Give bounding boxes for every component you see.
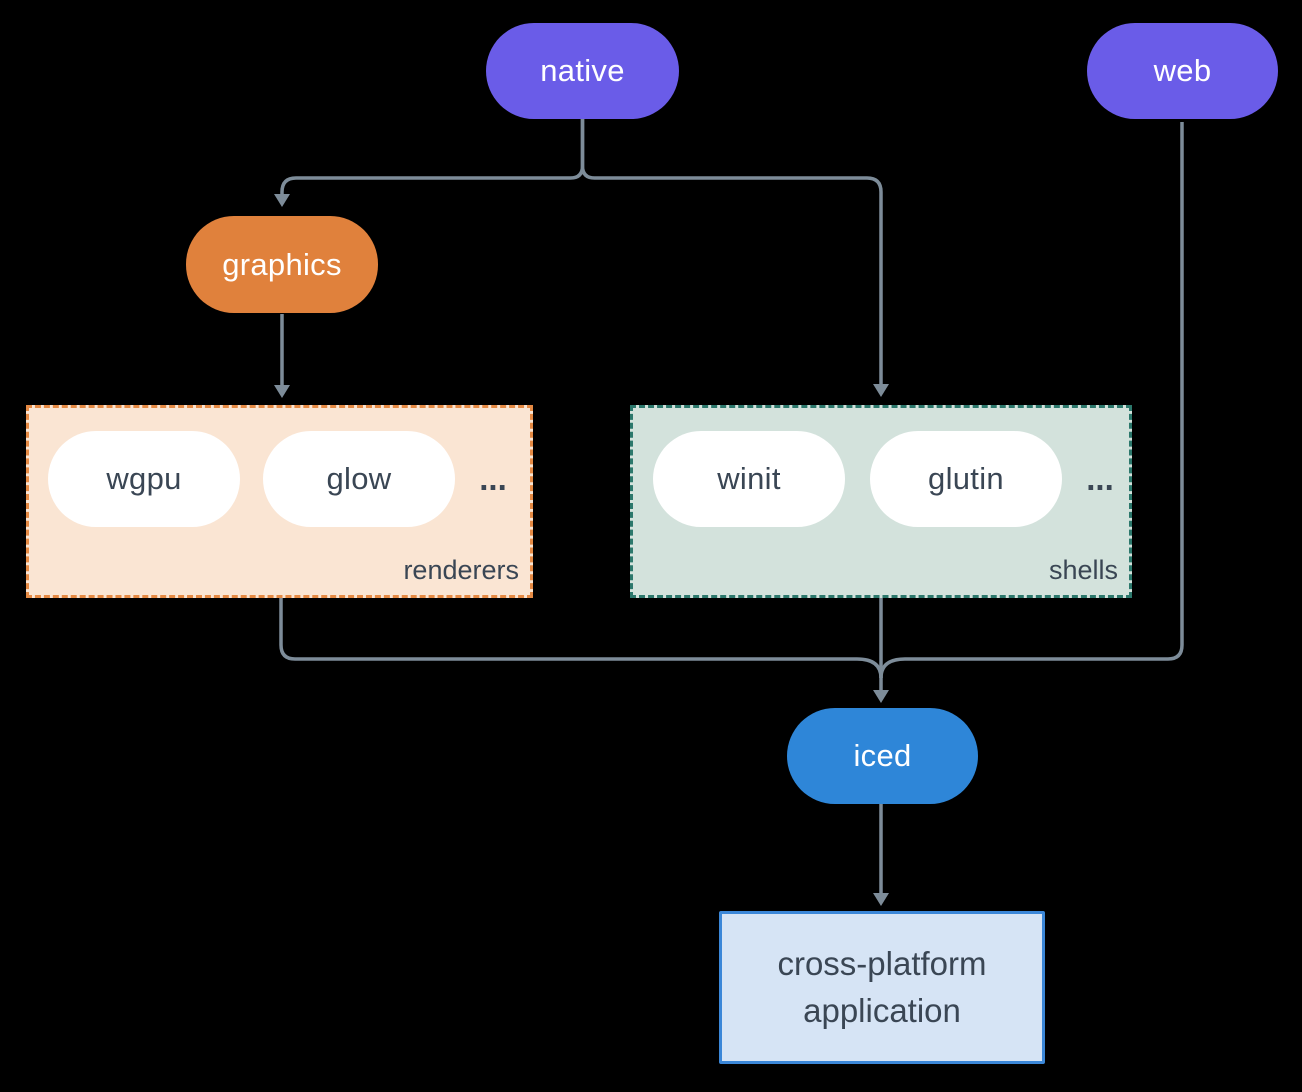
node-wgpu: wgpu <box>48 431 240 527</box>
arrowhead-graphics <box>274 194 290 207</box>
renderers-group-label: renderers <box>403 555 519 585</box>
node-winit: winit <box>653 431 845 527</box>
arrowhead-application <box>873 893 889 906</box>
edge-native-to-shells <box>580 119 883 384</box>
node-glutin: glutin <box>870 431 1062 527</box>
application-label-line2: application <box>803 991 961 1029</box>
arrowhead-renderers <box>274 385 290 398</box>
shells-group-label: shells <box>1048 555 1118 585</box>
shells-ellipsis: ... <box>1086 460 1114 497</box>
renderers-ellipsis: ... <box>479 460 507 497</box>
arrowhead-iced <box>873 690 889 703</box>
node-cross-platform-application: cross-platform application <box>719 911 1045 1064</box>
node-native: native <box>486 23 679 119</box>
edge-native-to-graphics <box>280 119 585 194</box>
application-label-line1: cross-platform <box>777 944 987 982</box>
node-iced: iced <box>787 708 978 804</box>
arrowhead-shells <box>873 384 889 397</box>
edge-renderers-to-merge <box>279 598 883 679</box>
group-shells: winit glutin ... shells <box>630 405 1132 598</box>
edge-web-to-merge <box>879 122 1184 679</box>
node-web: web <box>1087 23 1278 119</box>
node-graphics: graphics <box>186 216 378 313</box>
node-glow: glow <box>263 431 455 527</box>
group-renderers: wgpu glow ... renderers <box>26 405 533 598</box>
